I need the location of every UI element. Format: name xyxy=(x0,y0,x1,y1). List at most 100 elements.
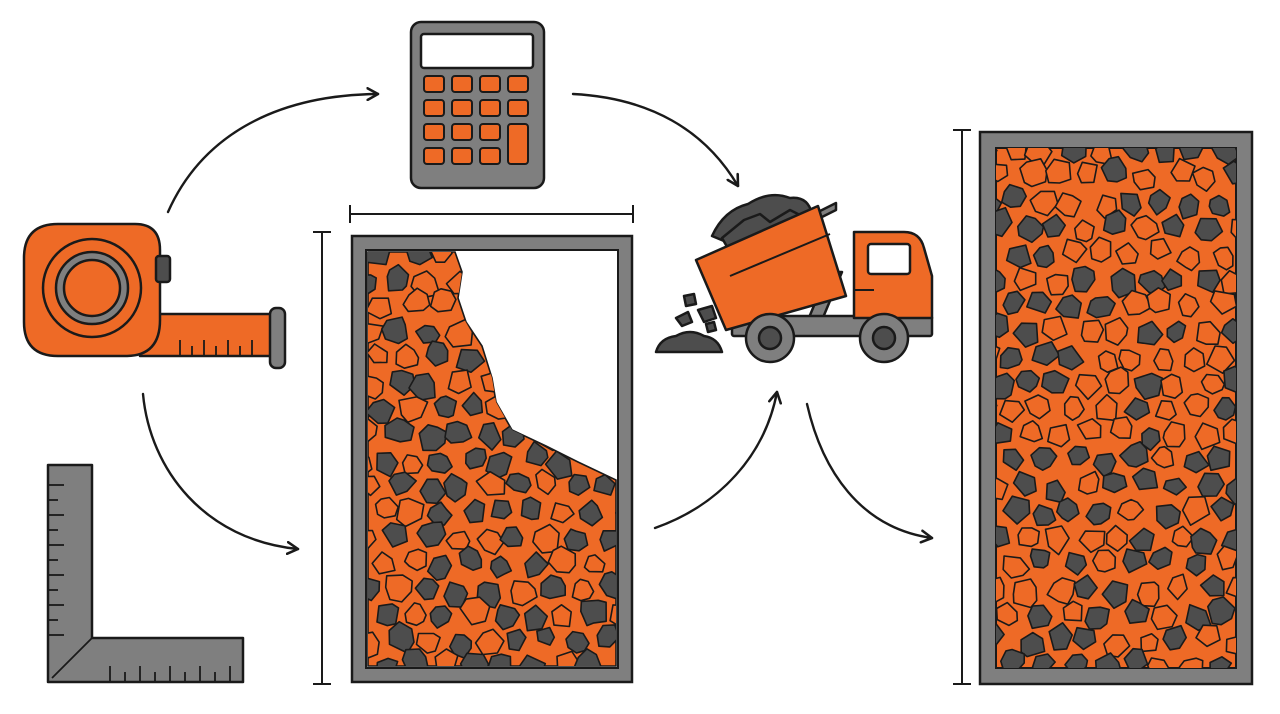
gravel-stone xyxy=(1105,524,1128,553)
gravel-stone xyxy=(579,599,608,627)
gravel-stone xyxy=(518,654,547,666)
calculator-key xyxy=(451,123,473,141)
gravel-stone xyxy=(1097,350,1119,374)
gravel-stone xyxy=(1167,573,1188,601)
gravel-stone xyxy=(1225,477,1236,506)
gravel-stone xyxy=(384,417,415,443)
gravel-stone xyxy=(374,496,400,519)
gravel-stone xyxy=(1030,446,1058,472)
gravel-stone xyxy=(1013,266,1037,292)
gravel-stone xyxy=(1225,576,1236,598)
gravel-stone xyxy=(1222,160,1236,185)
gravel-stone xyxy=(563,528,589,552)
gravel-stone xyxy=(443,472,468,503)
gravel-stone xyxy=(1234,148,1236,151)
gravel-stone xyxy=(1067,445,1091,466)
calculator-key xyxy=(479,75,501,93)
gravel-stone xyxy=(1123,647,1149,668)
gravel-stone xyxy=(1054,192,1082,218)
gravel-stone xyxy=(458,545,483,572)
gravel-stone xyxy=(443,581,469,608)
gravel-stone xyxy=(1076,161,1098,184)
gravel-stone xyxy=(1024,394,1051,420)
gravel-stone xyxy=(1155,503,1181,530)
gravel-stone xyxy=(1178,193,1200,220)
gravel-stone xyxy=(1122,148,1150,163)
gravel-stone xyxy=(395,343,420,370)
gravel-stone xyxy=(1032,244,1055,269)
tape-measure-icon xyxy=(22,222,287,370)
gravel-stone xyxy=(368,343,389,364)
gravel-stone xyxy=(1220,317,1236,345)
gravel-stone xyxy=(368,475,381,497)
gravel-stone xyxy=(1162,624,1187,651)
gravel-stone xyxy=(583,554,606,573)
gravel-stone xyxy=(999,346,1023,370)
gravel-stone xyxy=(996,477,1009,501)
gravel-stone xyxy=(996,576,1005,603)
gravel-stone xyxy=(1041,315,1068,342)
gravel-stone xyxy=(1154,399,1177,421)
gravel-stone xyxy=(1195,624,1221,648)
gravel-stone xyxy=(1012,322,1039,348)
gravel-stone xyxy=(1046,577,1076,606)
gravel-stone xyxy=(1213,396,1236,421)
gravel-stone xyxy=(368,297,393,320)
gravel-stone xyxy=(1210,148,1236,166)
gravel-stone xyxy=(1041,369,1070,394)
gravel-stone xyxy=(368,449,373,480)
gravel-stone xyxy=(573,647,602,666)
gravel-stone xyxy=(1149,237,1172,260)
gravel-stone xyxy=(404,602,427,627)
gravel-stone xyxy=(1056,497,1080,523)
gravel-stone xyxy=(1095,393,1118,422)
gravel-stone xyxy=(525,440,549,467)
gravel-stone xyxy=(402,287,431,313)
gravel-stone xyxy=(1162,421,1186,448)
gravel-stone xyxy=(1005,148,1027,161)
gravel-stone xyxy=(1078,530,1106,554)
gravel-stone xyxy=(505,472,532,494)
gravel-stone xyxy=(1045,158,1072,184)
gravel-stone xyxy=(1072,626,1097,651)
gravel-stone xyxy=(1225,636,1236,655)
gravel-stone xyxy=(1100,155,1128,183)
gravel-stone xyxy=(1002,448,1025,472)
calculator-key xyxy=(451,147,473,165)
gravel-stone xyxy=(464,447,488,470)
arrow-truck-to-full-bed xyxy=(805,402,932,538)
gravel-stone xyxy=(1161,213,1185,238)
gravel-stone xyxy=(565,630,590,654)
gravel-stone xyxy=(1161,268,1183,292)
calculator-key-equals xyxy=(507,123,529,165)
gravel-stone xyxy=(414,577,440,601)
arrow-tape-to-partial-bed xyxy=(141,392,298,549)
dump-truck-icon xyxy=(654,193,934,364)
gravel-stone xyxy=(1154,148,1175,164)
gravel-stone xyxy=(1210,496,1235,522)
gravel-stone xyxy=(1109,416,1133,440)
gravel-stone xyxy=(1080,319,1105,343)
gravel-stone xyxy=(996,623,1005,647)
gravel-stone xyxy=(1162,477,1187,496)
gravel-stone xyxy=(376,603,400,627)
gravel-stone xyxy=(1220,269,1236,295)
gravel-stone xyxy=(1119,440,1149,468)
gravel-stone xyxy=(418,423,448,452)
gravel-stone xyxy=(1199,574,1225,597)
gravel-stone xyxy=(536,626,556,646)
gravel-stone xyxy=(1031,340,1061,367)
gravel-stone xyxy=(1132,682,1156,706)
gravel-stone xyxy=(1032,504,1057,527)
gravel-stone xyxy=(368,274,378,297)
gravel-stone xyxy=(551,603,573,628)
gravel-stone xyxy=(1196,320,1221,346)
gravel-bed-partial-icon xyxy=(313,205,634,685)
calculator-keypad xyxy=(423,75,529,165)
gravel-stone xyxy=(1060,148,1087,164)
gravel-stone xyxy=(1150,604,1178,631)
gravel-stone xyxy=(1077,470,1100,495)
gravel-stone xyxy=(388,471,418,496)
gravel-stone xyxy=(425,340,449,367)
gravel-stone xyxy=(1063,395,1085,422)
